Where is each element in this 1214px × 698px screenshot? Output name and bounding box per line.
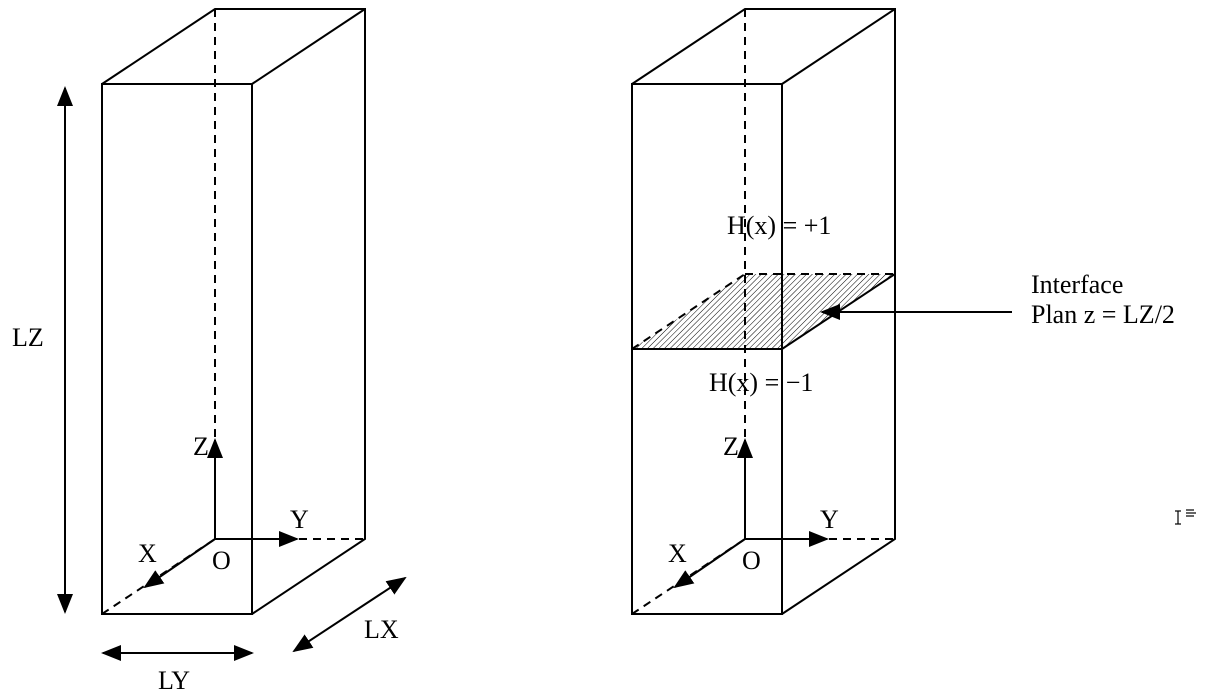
interface-label: Interface <box>1031 270 1124 299</box>
x-axis-arrow <box>673 538 746 589</box>
interface-plane <box>632 274 895 349</box>
left-box <box>57 8 407 661</box>
text-cursor-icon <box>1175 509 1196 525</box>
lz-label: LZ <box>12 323 44 352</box>
lower-phase-label: H(x) = −1 <box>709 368 814 397</box>
origin-label: O <box>742 546 761 575</box>
y-axis-label: Y <box>820 505 839 534</box>
origin-label: O <box>212 546 231 575</box>
ly-label: LY <box>158 666 191 695</box>
x-axis-label: X <box>138 539 157 568</box>
lx-dimension-arrow <box>292 576 407 653</box>
z-axis-label: Z <box>723 432 739 461</box>
upper-phase-label: H(x) = +1 <box>727 211 832 240</box>
y-axis-label: Y <box>290 505 309 534</box>
right-box <box>631 8 1012 615</box>
interface-plane-label: Plan z = LZ/2 <box>1031 300 1175 329</box>
x-axis-label: X <box>668 539 687 568</box>
lx-label: LX <box>364 615 399 644</box>
z-axis-label: Z <box>193 432 209 461</box>
x-axis-arrow <box>143 538 216 589</box>
